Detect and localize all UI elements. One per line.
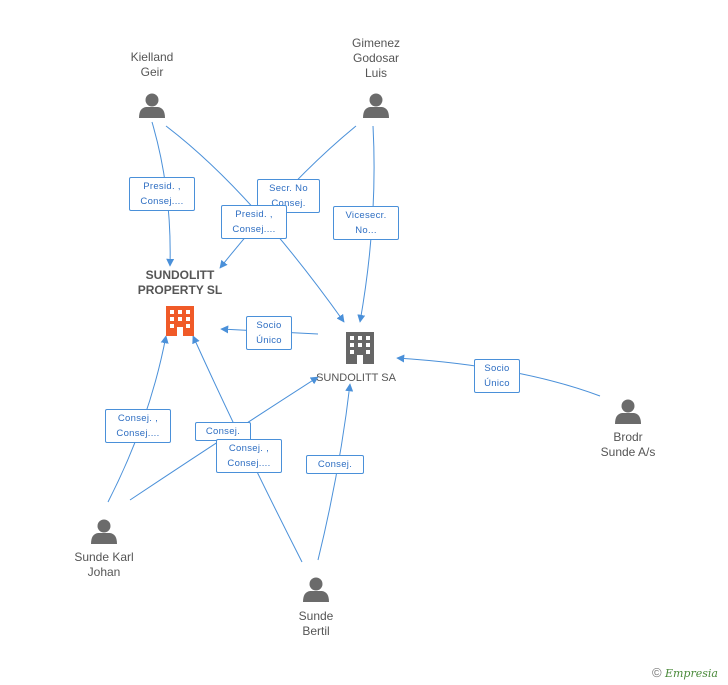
company-name-sundolitt-property[interactable]: SUNDOLITT PROPERTY SL [137, 268, 223, 297]
person-name-gimenez[interactable]: Gimenez Godosar Luis [351, 36, 401, 80]
person-icon[interactable] [615, 399, 641, 425]
building-icon[interactable] [346, 332, 374, 364]
edge-label-karl-property[interactable]: Consej. , Consej.... [105, 409, 171, 443]
person-icon[interactable] [139, 93, 165, 119]
edge-label-brodr-sa[interactable]: Socio Único [474, 359, 520, 393]
copyright-symbol: © [652, 665, 662, 680]
person-icon[interactable] [91, 519, 117, 545]
empresia-logo[interactable]: Empresia [664, 667, 718, 680]
edge-label-kielland-sa[interactable]: Presid. , Consej.... [221, 205, 287, 239]
person-name-sunde-bertil[interactable]: Sunde Bertil [298, 609, 334, 638]
company-name-sundolitt-sa[interactable]: SUNDOLITT SA [316, 372, 396, 384]
person-name-sunde-karl[interactable]: Sunde Karl Johan [74, 550, 134, 579]
footer-credit: © Empresia [652, 665, 718, 680]
edge-label-gimenez-sa[interactable]: Vicesecr. No... [333, 206, 399, 240]
edge-label-sa-property[interactable]: Socio Único [246, 316, 292, 350]
edge-label-bertil-sa[interactable]: Consej. [306, 455, 364, 474]
person-icon[interactable] [363, 93, 389, 119]
person-name-brodr[interactable]: Brodr Sunde A/s [600, 430, 656, 459]
edge-label-kielland-property[interactable]: Presid. , Consej.... [129, 177, 195, 211]
building-icon[interactable] [166, 306, 194, 336]
person-name-kielland[interactable]: Kielland Geir [130, 50, 174, 79]
person-icon[interactable] [303, 577, 329, 603]
edge-label-bertil-property[interactable]: Consej. , Consej.... [216, 439, 282, 473]
